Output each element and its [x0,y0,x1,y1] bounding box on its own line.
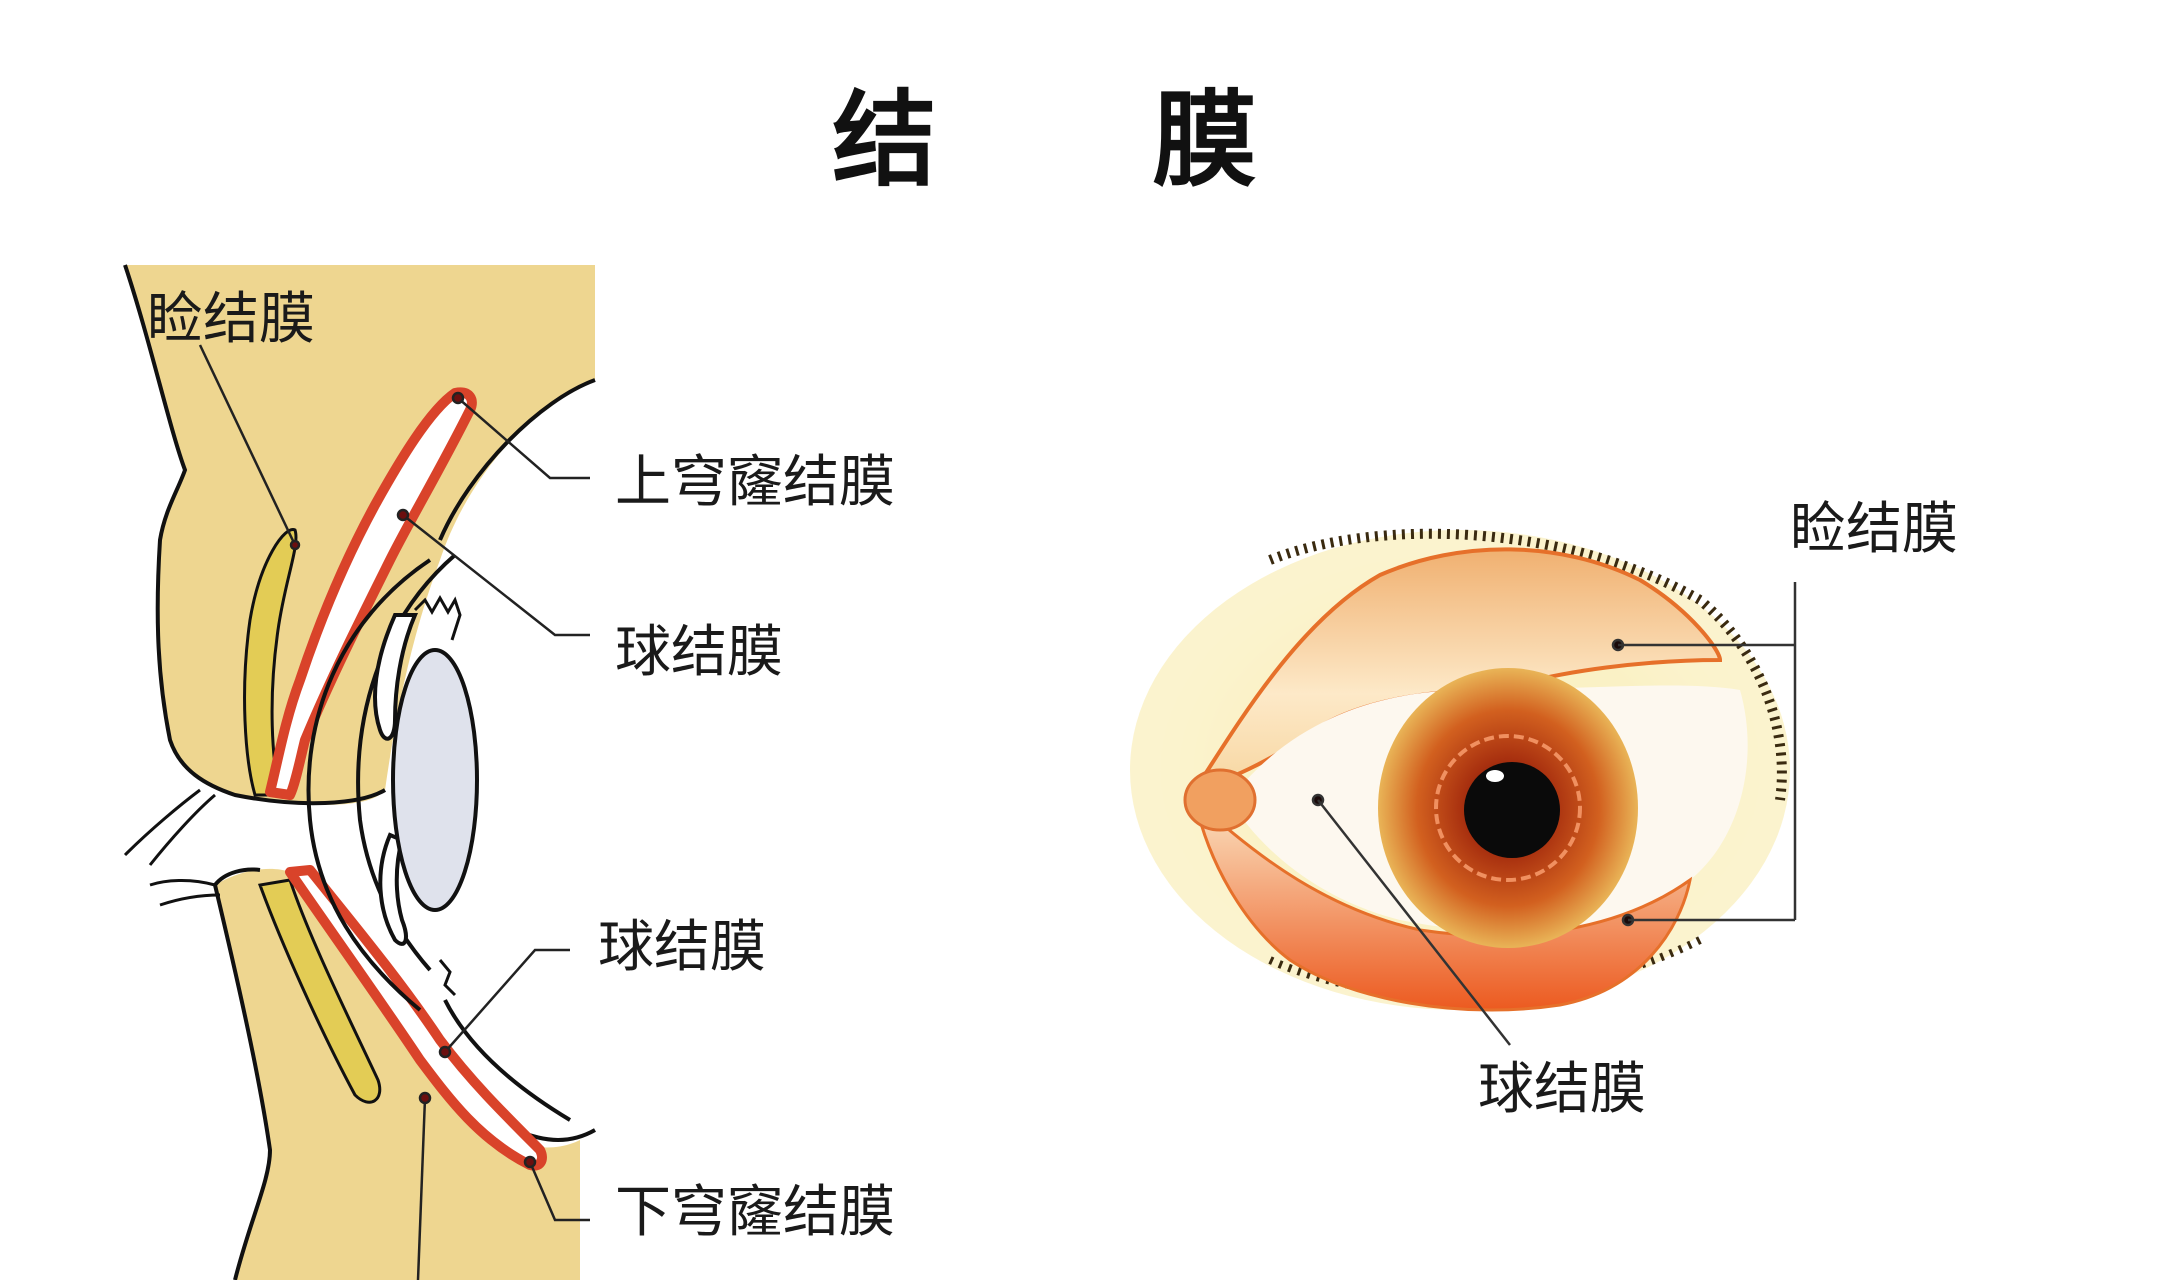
label-bulbar-conjunctiva-lower: 球结膜 [598,915,766,980]
iris-upper [373,613,419,741]
lower-eyelashes [149,878,221,907]
upper-tarsal-plate [243,528,298,797]
lower-tarsal-plate [257,878,382,1104]
pupil [1464,762,1560,858]
ciliary-body [413,594,462,641]
label-bulbar-conjunctiva-right: 球结膜 [1478,1057,1646,1122]
upper-eyelashes [123,788,216,866]
frontal-eye-illustration [1120,525,1800,1046]
label-superior-fornix: 上穹窿结膜 [615,450,895,515]
lens [391,648,479,912]
leader-lines-right [1311,582,1797,1046]
label-palpebral-conjunctiva-right: 睑结膜 [1790,497,1958,562]
upper-conjunctiva-band [265,387,477,800]
caruncle [1183,768,1257,832]
lower-conjunctiva-band [285,865,547,1171]
label-inferior-fornix: 下穹窿结膜 [615,1180,895,1245]
iris-collarette [1434,734,1582,882]
label-bulbar-conjunctiva-upper: 球结膜 [615,620,783,685]
lower-palpebral-conjunctiva [1192,795,1693,1012]
iris-lower [378,832,408,946]
leader-lines-left [198,344,590,1280]
diagram-title: 结 膜 [832,78,1347,201]
label-palpebral-conjunctiva-left: 睑结膜 [147,287,315,352]
cornea-outline [306,558,432,1012]
